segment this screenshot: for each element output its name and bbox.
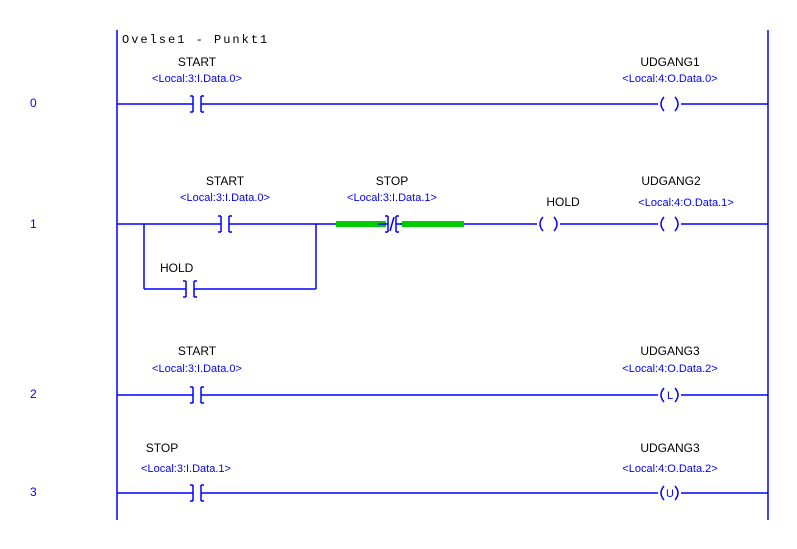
unlatch-letter: U — [666, 488, 674, 500]
contact-xic[interactable] — [215, 215, 235, 233]
contact-xic[interactable] — [187, 386, 207, 404]
coil-address: <Local:4:O.Data.2> — [622, 463, 717, 475]
contact-xio[interactable] — [378, 215, 402, 233]
contact-address: <Local:3:I.Data.0> — [152, 363, 242, 375]
contact-xic[interactable] — [180, 280, 200, 298]
rung-number: 0 — [30, 96, 37, 110]
contact-tag: START — [178, 55, 217, 69]
coil-tag: HOLD — [546, 195, 580, 209]
highlight-bar — [336, 221, 464, 227]
coil-tag: UDGANG2 — [641, 174, 701, 188]
rung-number: 2 — [30, 387, 37, 401]
contact-address: <Local:3:I.Data.0> — [152, 73, 242, 85]
coil-tag: UDGANG3 — [640, 344, 700, 358]
rung-number: 1 — [30, 217, 37, 231]
contact-tag: START — [206, 174, 245, 188]
rung-0[interactable]: 0 START <Local:3:I.Data.0> UDGANG1 <Loca… — [30, 55, 768, 113]
coil-address: <Local:4:O.Data.1> — [638, 197, 733, 209]
contact-xic[interactable] — [187, 95, 207, 113]
coil-tag: UDGANG1 — [640, 55, 700, 69]
coil-ote[interactable] — [539, 216, 558, 232]
rung-2[interactable]: 2 START <Local:3:I.Data.0> L UDGANG3 <Lo… — [30, 344, 768, 404]
rung-1[interactable]: 1 START <Local:3:I.Data.0> — [30, 174, 768, 298]
coil-address: <Local:4:O.Data.2> — [622, 363, 717, 375]
coil-otl[interactable] — [660, 387, 679, 403]
coil-address: <Local:4:O.Data.0> — [622, 73, 717, 85]
rung-title: Ovelse1 - Punkt1 — [122, 33, 269, 47]
coil-otu[interactable] — [660, 485, 679, 501]
coil-tag: UDGANG3 — [640, 441, 700, 455]
contact-tag: STOP — [146, 441, 178, 455]
contact-tag: STOP — [376, 174, 408, 188]
contact-xic[interactable] — [187, 484, 207, 502]
contact-tag: START — [178, 344, 217, 358]
latch-letter: L — [667, 390, 673, 402]
contact-address: <Local:3:I.Data.1> — [347, 192, 437, 204]
contact-address: <Local:3:I.Data.1> — [141, 463, 231, 475]
coil-ote[interactable] — [660, 96, 679, 112]
rung-3[interactable]: 3 STOP <Local:3:I.Data.1> U UDGANG3 <Loc… — [30, 441, 768, 502]
contact-address: <Local:3:I.Data.0> — [180, 192, 270, 204]
rung-number: 3 — [30, 485, 37, 499]
branch-contact-tag: HOLD — [160, 261, 194, 275]
coil-ote[interactable] — [660, 216, 679, 232]
